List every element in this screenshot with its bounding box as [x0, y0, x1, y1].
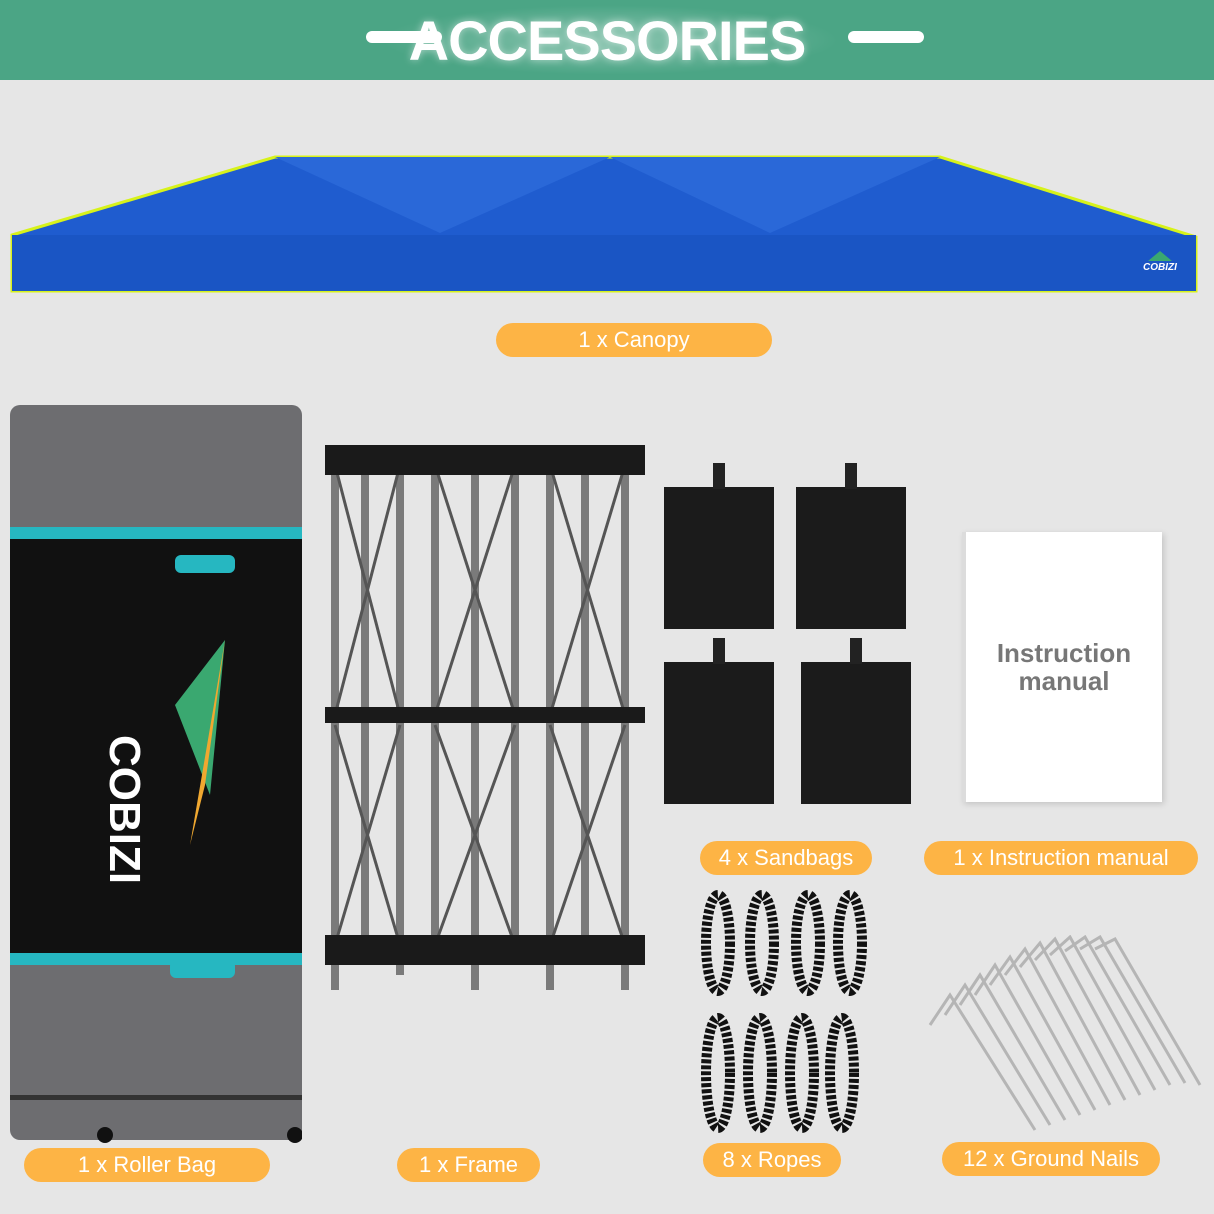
ground-nails-image — [928, 935, 1202, 1131]
svg-text:COBIZI: COBIZI — [100, 735, 149, 884]
label-ground-nails: 12 x Ground Nails — [942, 1142, 1160, 1176]
manual-title-line2: manual — [1018, 666, 1110, 696]
label-sandbags: 4 x Sandbags — [700, 841, 872, 875]
ropes-image — [701, 890, 867, 1133]
svg-text:COBIZI: COBIZI — [1143, 262, 1177, 273]
sandbag — [796, 463, 906, 629]
instruction-manual-image: Instruction manual — [962, 532, 1162, 802]
sandbag — [664, 463, 774, 629]
header-banner: ACCESSORIES — [0, 0, 1214, 80]
header-glow — [380, 5, 840, 75]
page-title: ACCESSORIES — [408, 8, 807, 72]
label-roller-bag: 1 x Roller Bag — [24, 1148, 270, 1182]
sandbag — [664, 638, 774, 804]
label-instruction-manual: 1 x Instruction manual — [924, 841, 1198, 875]
label-ropes: 8 x Ropes — [703, 1143, 841, 1177]
sandbag — [801, 638, 911, 804]
manual-title-line1: Instruction — [996, 638, 1132, 668]
header-dash-right — [848, 31, 924, 43]
roller-bag-image: COBIZI — [10, 405, 302, 1143]
label-canopy: 1 x Canopy — [496, 323, 772, 357]
cobizi-logo-icon: COBIZI — [1143, 251, 1177, 273]
canopy-image: COBIZI — [10, 155, 1198, 293]
header-dash-left — [366, 31, 442, 43]
label-frame: 1 x Frame — [397, 1148, 540, 1182]
frame-image — [325, 445, 645, 990]
